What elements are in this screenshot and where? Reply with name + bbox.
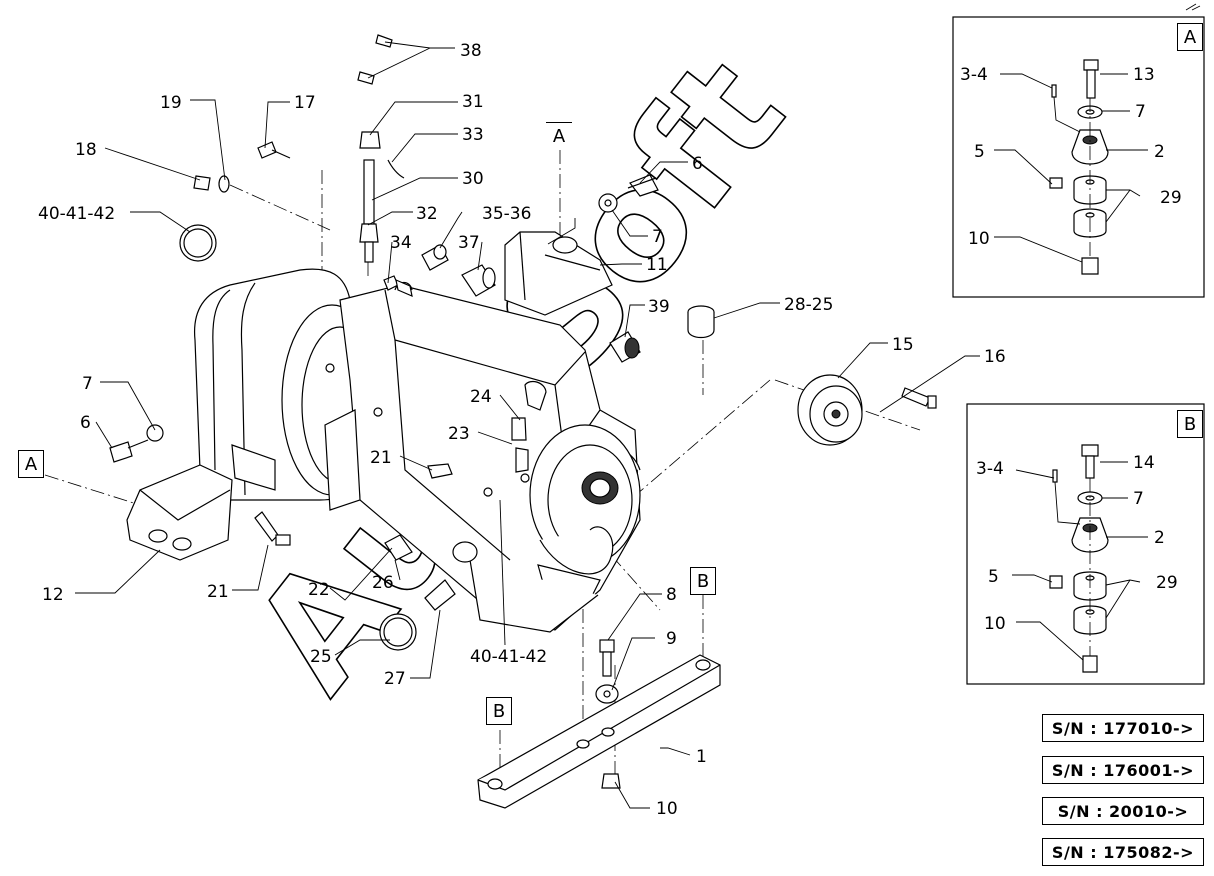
view-tag-b-left: B <box>486 697 512 725</box>
callout-27: 27 <box>384 669 406 689</box>
callout-38: 38 <box>460 41 482 61</box>
callout-25: 25 <box>310 647 332 667</box>
callout-22: 22 <box>308 580 330 600</box>
callout-21-mid: 21 <box>370 448 392 468</box>
detail-a-tag: A <box>1177 23 1203 51</box>
detail-b-label-3-4: 3-4 <box>976 459 1004 479</box>
callout-6-top: 6 <box>692 154 703 174</box>
callout-28-25: 28-25 <box>784 295 833 315</box>
callout-37: 37 <box>458 233 480 253</box>
callout-39: 39 <box>648 297 670 317</box>
callout-8: 8 <box>666 585 677 605</box>
detail-a-label-7: 7 <box>1135 102 1146 122</box>
callout-11: 11 <box>646 255 668 275</box>
callout-17: 17 <box>294 93 316 113</box>
callout-32: 32 <box>416 204 438 224</box>
callout-10: 10 <box>656 799 678 819</box>
detail-a-label-10: 10 <box>968 229 990 249</box>
callout-7-left: 7 <box>82 374 93 394</box>
callout-7-top: 7 <box>652 227 663 247</box>
detail-a-inset: 3-4 13 7 5 2 29 10 <box>952 16 1205 298</box>
callout-24: 24 <box>470 387 492 407</box>
serial-number-2: S/N : 176001-> <box>1042 756 1204 784</box>
callout-21-low: 21 <box>207 582 229 602</box>
callout-30: 30 <box>462 169 484 189</box>
hardware-parts <box>109 34 937 809</box>
callout-23: 23 <box>448 424 470 444</box>
serial-number-4: S/N : 175082-> <box>1042 838 1204 866</box>
detail-a-label-13: 13 <box>1133 65 1155 85</box>
detail-b-label-10: 10 <box>984 614 1006 634</box>
detail-b-label-5: 5 <box>988 567 999 587</box>
callout-15: 15 <box>892 335 914 355</box>
detail-b-label-14: 14 <box>1133 453 1155 473</box>
callout-6-left: 6 <box>80 413 91 433</box>
callout-26: 26 <box>372 573 394 593</box>
callout-33: 33 <box>462 125 484 145</box>
callout-labels: 38 19 17 31 18 33 30 40-41-42 32 35-36 6… <box>38 41 1006 819</box>
callout-9: 9 <box>666 629 677 649</box>
detail-a-label-5: 5 <box>974 142 985 162</box>
callout-31: 31 <box>462 92 484 112</box>
detail-b-tag: B <box>1177 410 1203 438</box>
detail-b-label-7: 7 <box>1133 489 1144 509</box>
serial-number-1: S/N : 177010-> <box>1042 714 1204 742</box>
view-tag-a-left: A <box>18 450 44 478</box>
callout-35-36: 35-36 <box>482 204 531 224</box>
detail-b-inset: 3-4 14 7 2 5 29 10 <box>966 403 1205 685</box>
detail-a-label-2: 2 <box>1154 142 1165 162</box>
engine-block <box>193 268 641 633</box>
callout-1: 1 <box>696 747 707 767</box>
detail-a-label-29: 29 <box>1160 188 1182 208</box>
detail-a-label-3-4: 3-4 <box>960 65 988 85</box>
callout-19: 19 <box>160 93 182 113</box>
callout-40-41-42-top: 40-41-42 <box>38 204 115 224</box>
callout-18: 18 <box>75 140 97 160</box>
corner-mark <box>1185 3 1201 11</box>
view-tag-b-right: B <box>690 567 716 595</box>
callout-12: 12 <box>42 585 64 605</box>
serial-number-3: S/N : 20010-> <box>1042 797 1204 825</box>
leader-lines <box>75 41 980 809</box>
view-tag-a-top: A <box>546 122 572 150</box>
callout-34: 34 <box>390 233 412 253</box>
callout-40-41-42-bottom: 40-41-42 <box>470 647 547 667</box>
detail-b-label-29: 29 <box>1156 573 1178 593</box>
detail-b-label-2: 2 <box>1154 528 1165 548</box>
callout-16: 16 <box>984 347 1006 367</box>
